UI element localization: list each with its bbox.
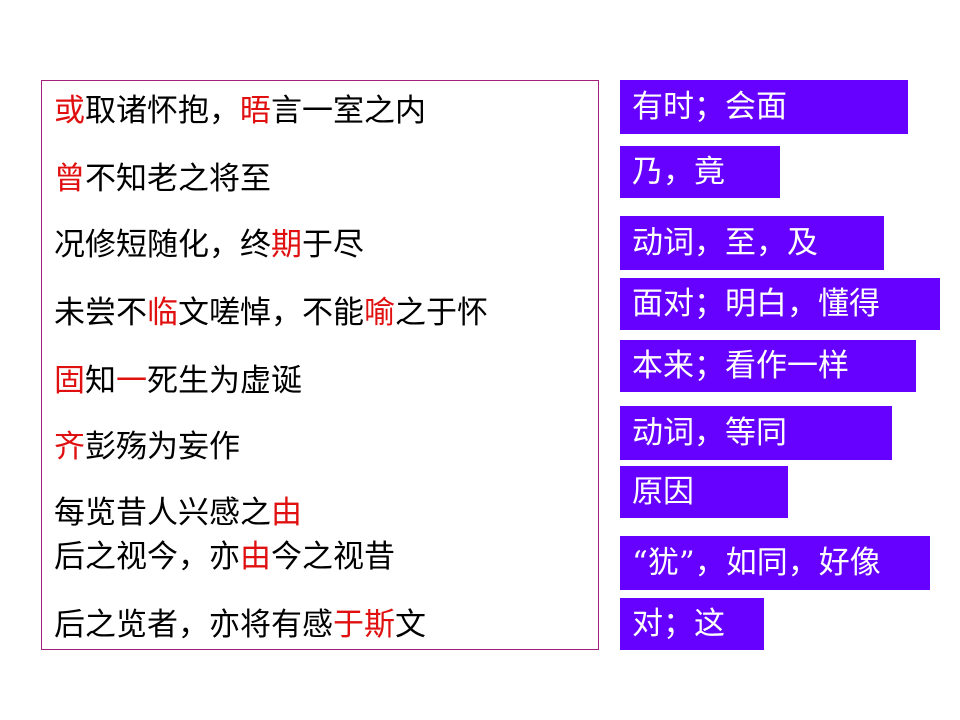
- highlighted-word: 喻: [364, 295, 395, 331]
- passage-text: 彭殇为妄作: [85, 429, 240, 465]
- passage-text: 况修短随化，终: [54, 227, 271, 263]
- gloss-box-6: 动词，等同: [620, 406, 892, 460]
- highlighted-word: 固: [54, 363, 85, 399]
- highlighted-word: 曾: [54, 161, 85, 197]
- passage-text: 后之览者，亦将有感: [54, 607, 333, 643]
- passage-box: 或取诸怀抱，晤言一室之内曾不知老之将至况修短随化，终期于尽未尝不临文嗟悼，不能喻…: [41, 80, 599, 650]
- gloss-box-9: 对；这: [620, 598, 764, 650]
- passage-text: 于尽: [302, 227, 364, 263]
- highlighted-word: 一: [116, 363, 147, 399]
- passage-text: 言一室之内: [271, 93, 426, 129]
- passage-text: 未尝不: [54, 295, 147, 331]
- passage-text: 不知老之将至: [85, 161, 271, 197]
- passage-line-1: 或取诸怀抱，晤言一室之内: [54, 93, 426, 129]
- highlighted-word: 临: [147, 295, 178, 331]
- gloss-box-8: “犹”，如同，好像: [620, 536, 930, 590]
- passage-text: 今之视昔: [271, 539, 395, 575]
- passage-line-5: 固知一死生为虚诞: [54, 363, 302, 399]
- passage-line-2: 曾不知老之将至: [54, 161, 271, 197]
- passage-text: 文: [395, 607, 426, 643]
- passage-text: 每览昔人兴感之: [54, 495, 271, 531]
- gloss-box-1: 有时；会面: [620, 80, 908, 134]
- highlighted-word: 由: [240, 539, 271, 575]
- passage-line-9: 后之览者，亦将有感于斯文: [54, 607, 426, 643]
- highlighted-word: 齐: [54, 429, 85, 465]
- gloss-box-2: 乃，竟: [620, 146, 780, 198]
- highlighted-word: 于斯: [333, 607, 395, 643]
- highlighted-word: 或: [54, 93, 85, 129]
- passage-text: 后之视今，亦: [54, 539, 240, 575]
- passage-text: 取诸怀抱，: [85, 93, 240, 129]
- passage-text: 文嗟悼，不能: [178, 295, 364, 331]
- passage-text: 之于怀: [395, 295, 488, 331]
- passage-text: 知: [85, 363, 116, 399]
- passage-line-4: 未尝不临文嗟悼，不能喻之于怀: [54, 295, 488, 331]
- passage-line-6: 齐彭殇为妄作: [54, 429, 240, 465]
- gloss-box-5: 本来；看作一样: [620, 340, 916, 392]
- highlighted-word: 期: [271, 227, 302, 263]
- gloss-box-7: 原因: [620, 466, 788, 518]
- passage-line-8: 后之视今，亦由今之视昔: [54, 539, 395, 575]
- highlighted-word: 晤: [240, 93, 271, 129]
- gloss-box-4: 面对；明白，懂得: [620, 278, 940, 330]
- highlighted-word: 由: [271, 495, 302, 531]
- gloss-box-3: 动词，至，及: [620, 216, 884, 270]
- passage-text: 死生为虚诞: [147, 363, 302, 399]
- passage-line-7: 每览昔人兴感之由: [54, 495, 302, 531]
- passage-line-3: 况修短随化，终期于尽: [54, 227, 364, 263]
